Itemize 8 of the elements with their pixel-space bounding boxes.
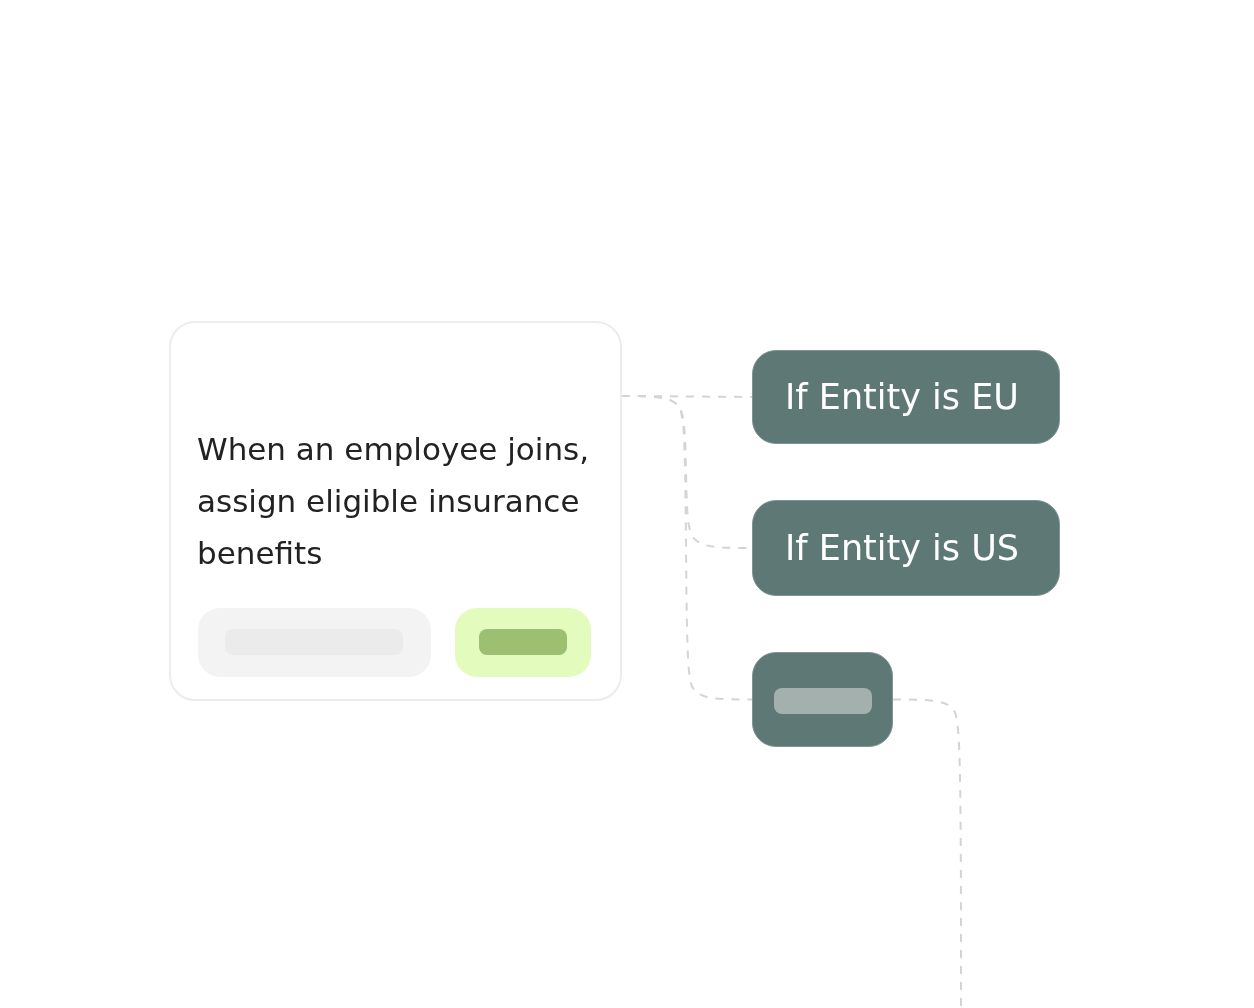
condition-label: If Entity is EU xyxy=(785,376,1019,419)
step-box xyxy=(752,652,893,747)
trigger-card xyxy=(169,321,622,701)
condition-box xyxy=(752,500,1060,596)
condition-box xyxy=(752,350,1060,444)
dashed-connector xyxy=(892,698,962,1008)
condition-label: If Entity is US xyxy=(785,527,1019,570)
trigger-text: When an employee joins, assign eligible insurance benefits xyxy=(197,430,591,573)
